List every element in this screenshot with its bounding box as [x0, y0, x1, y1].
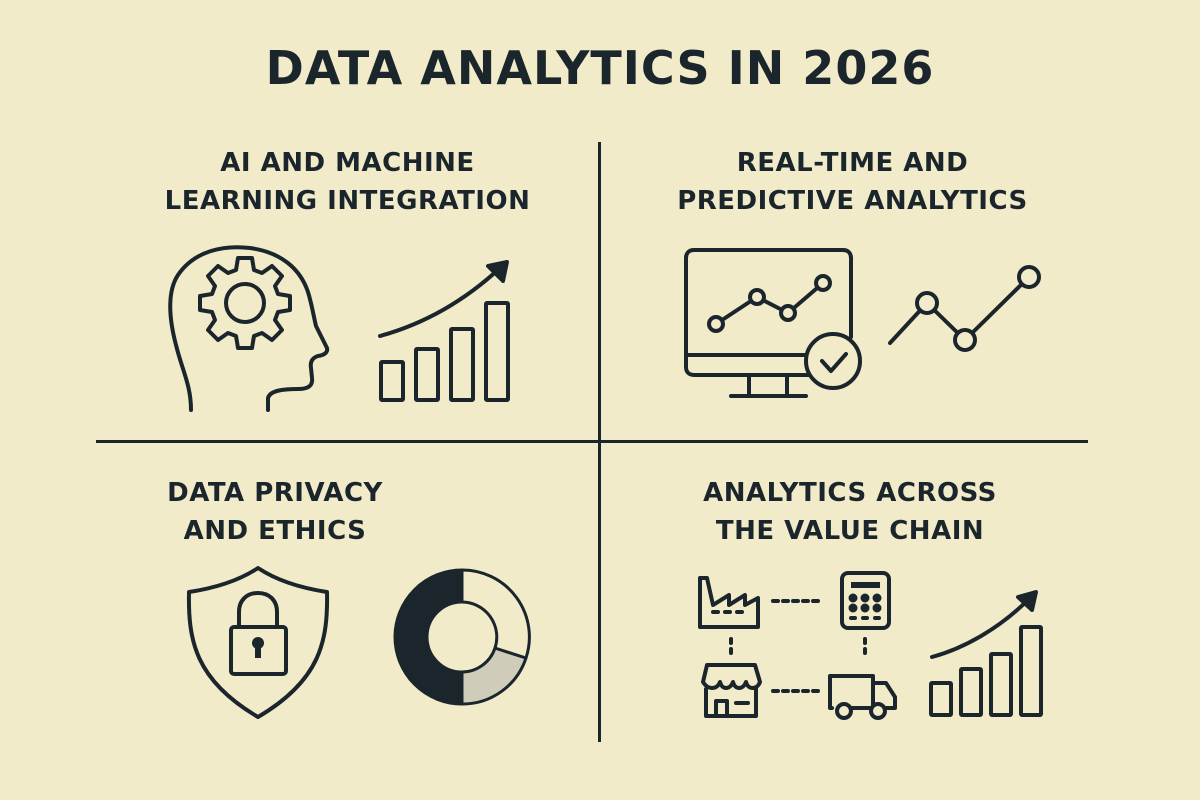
check-circle-icon: [804, 332, 862, 390]
section-heading-privacy: DATA PRIVACY AND ETHICS: [167, 478, 383, 546]
donut-chart-icon: [393, 568, 531, 706]
horizontal-divider: [96, 440, 1088, 443]
section-heading-real-time: REAL-TIME AND PREDICTIVE ANALYTICS: [677, 148, 1028, 216]
growth-bar-chart-icon: [378, 260, 510, 402]
gear-icon: [198, 256, 292, 350]
truck-icon: [828, 674, 897, 720]
monitor-line-chart-icon: [684, 248, 853, 398]
calculator-icon: [840, 571, 891, 630]
head-gear-icon: [168, 245, 330, 412]
page-title: DATA ANALYTICS IN 2026: [265, 41, 935, 95]
shield-lock-icon: [186, 566, 330, 719]
factory-icon: [698, 576, 760, 629]
store-icon: [701, 663, 762, 718]
section-heading-ai-ml: AI AND MACHINE LEARNING INTEGRATION: [164, 148, 531, 216]
lock-icon: [229, 591, 288, 676]
section-heading-value-chain: ANALYTICS ACROSS THE VALUE CHAIN: [703, 478, 997, 546]
growth-bar-chart-icon: [929, 590, 1043, 717]
line-graph-icon: [888, 265, 1041, 352]
